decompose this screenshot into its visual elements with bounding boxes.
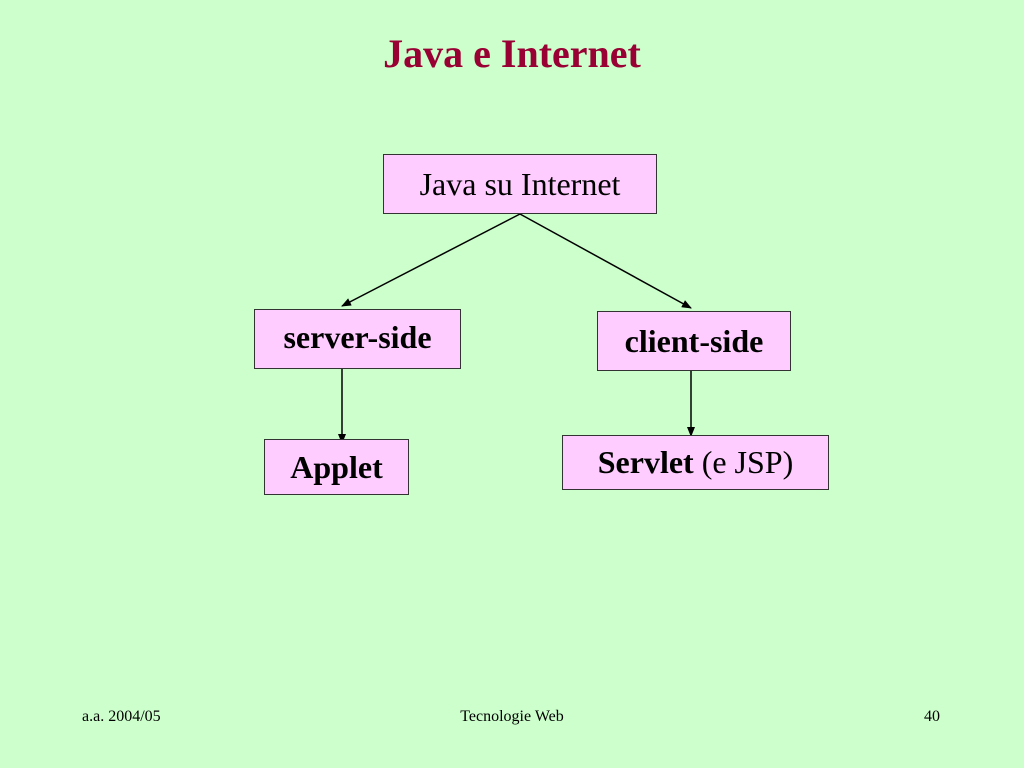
- node-applet: Applet: [264, 439, 409, 495]
- node-servlet-label: Servlet: [597, 444, 694, 480]
- node-servlet: Servlet (e JSP): [562, 435, 829, 490]
- node-client-side: client-side: [597, 311, 791, 371]
- node-applet-label: Applet: [290, 448, 383, 485]
- node-servlet-note: (e JSP): [701, 444, 794, 480]
- footer-page-number: 40: [924, 708, 940, 725]
- slide-title: Java e Internet: [383, 31, 641, 76]
- footer-academic-year: a.a. 2004/05: [82, 708, 161, 725]
- node-server-side: server-side: [254, 309, 461, 369]
- arrow-root-to-client: [519, 213, 692, 309]
- node-java-su-internet-label: Java su Internet: [419, 165, 621, 202]
- node-server-side-label: server-side: [283, 318, 432, 355]
- arrow-root-to-server: [341, 213, 521, 307]
- node-java-su-internet: Java su Internet: [383, 154, 657, 214]
- node-client-side-label: client-side: [624, 322, 764, 359]
- footer-course-name: Tecnologie Web: [460, 708, 564, 725]
